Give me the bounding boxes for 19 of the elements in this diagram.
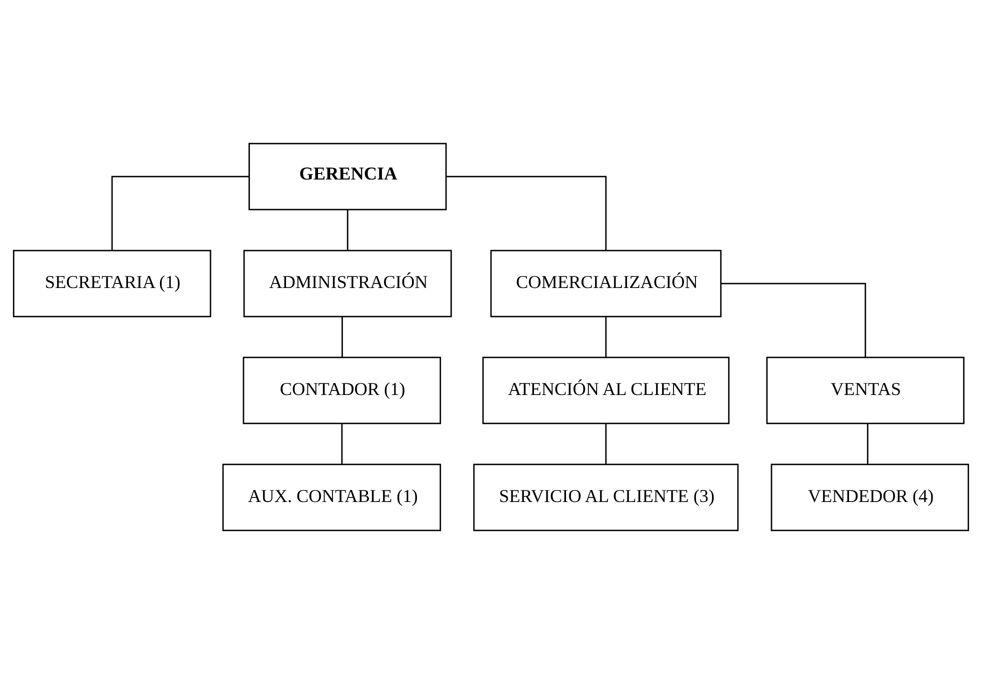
node-box: ATENCIÓN AL CLIENTE — [482, 356, 730, 424]
connector — [605, 316, 607, 358]
connector — [866, 424, 868, 464]
connector — [341, 424, 343, 464]
connector — [446, 176, 607, 250]
connector — [342, 316, 343, 358]
connector — [111, 176, 250, 250]
connector — [346, 210, 348, 250]
connector — [721, 282, 866, 358]
node-box: SECRETARIA (1) — [12, 250, 212, 318]
connector — [605, 424, 607, 464]
node-box: SERVICIO AL CLIENTE (3) — [473, 464, 739, 532]
node-box: VENTAS — [766, 356, 964, 424]
node-box: ADMINISTRACIÓN — [243, 250, 452, 318]
node-box: AUX. CONTABLE (1) — [222, 464, 442, 532]
node-box: VENDEDOR (4) — [770, 464, 970, 532]
node-box: COMERCIALIZACIÓN — [490, 250, 722, 318]
node-box: CONTADOR (1) — [242, 356, 442, 424]
node-box: GERENCIA — [248, 142, 447, 210]
